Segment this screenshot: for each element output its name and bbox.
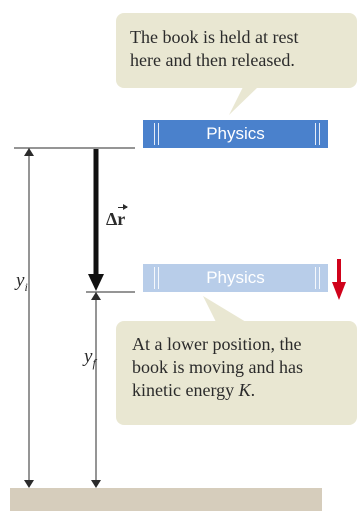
callout-bottom-line-3-text: kinetic energy (132, 380, 239, 400)
spine-mark (315, 123, 316, 145)
y-final-label: yf (84, 346, 96, 371)
callout-moving: At a lower position, the book is moving … (116, 321, 357, 425)
displacement-delta: Δ (106, 209, 117, 229)
callout-bottom-tail (203, 296, 246, 322)
spine-mark (154, 123, 155, 145)
displacement-arrow-head (88, 274, 104, 291)
callout-top-tail (229, 87, 258, 115)
callout-bottom-line-3: kinetic energy K. (132, 379, 357, 402)
callout-top-line-1: The book is held at rest (130, 26, 357, 49)
callout-released: The book is held at rest here and then r… (116, 13, 357, 88)
book-initial: Physics (143, 120, 328, 148)
book-initial-title: Physics (206, 124, 265, 143)
book-final-title: Physics (206, 268, 265, 287)
displacement-vector-r: r (117, 209, 125, 230)
spine-mark (154, 267, 155, 289)
spine-mark (315, 267, 316, 289)
callout-bottom-line-2: book is moving and has (132, 356, 357, 379)
floor (10, 488, 322, 511)
callout-bottom-line-1: At a lower position, the (132, 333, 357, 356)
displacement-label: Δr (106, 209, 125, 230)
y-initial-label: yi (16, 270, 28, 295)
velocity-arrow-head (332, 282, 346, 300)
spine-mark (319, 267, 320, 289)
kinetic-energy-symbol: K (239, 380, 251, 400)
spine-mark (158, 123, 159, 145)
spine-mark (319, 123, 320, 145)
callout-bottom-period: . (251, 380, 256, 400)
book-final: Physics (143, 264, 328, 292)
callout-top-line-2: here and then released. (130, 49, 357, 72)
spine-mark (158, 267, 159, 289)
y-final-subscript: f (92, 356, 95, 370)
y-initial-subscript: i (24, 280, 27, 294)
